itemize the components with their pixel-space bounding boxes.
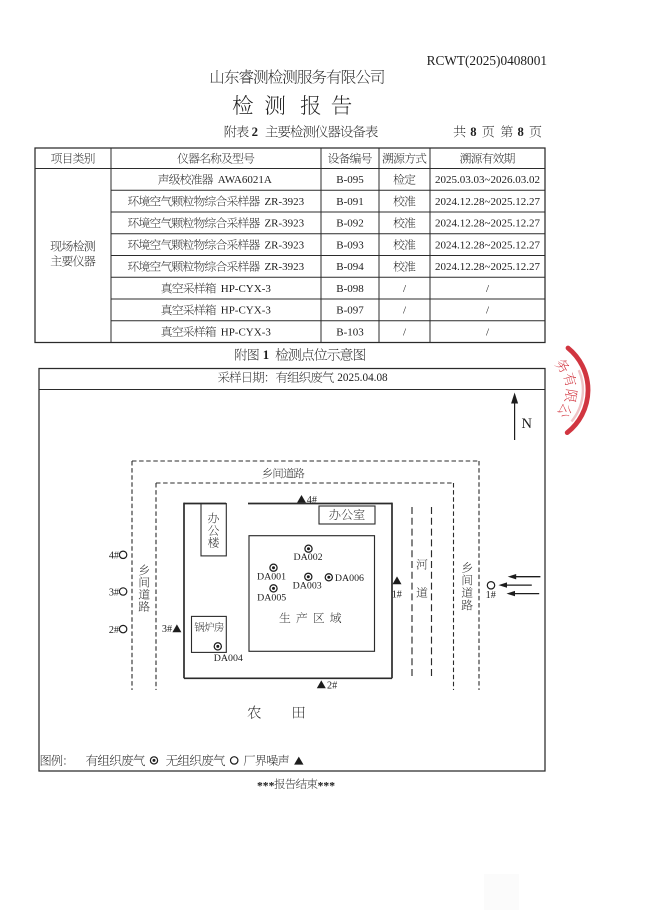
svg-text:/: / (486, 305, 490, 317)
svg-text:HP-CYX-3: HP-CYX-3 (221, 326, 272, 338)
svg-text:2024.12.28~2025.12.27: 2024.12.28~2025.12.27 (435, 239, 540, 251)
svg-text:B-092: B-092 (336, 218, 364, 230)
svg-text:ZR-3923: ZR-3923 (264, 218, 304, 230)
svg-text:3#: 3# (109, 587, 119, 598)
svg-text:3#: 3# (162, 624, 172, 635)
svg-text:B-098: B-098 (336, 283, 364, 295)
svg-text:DA004: DA004 (214, 653, 243, 664)
svg-text:DA002: DA002 (294, 552, 323, 563)
svg-text:/: / (403, 283, 407, 295)
svg-text:/: / (486, 326, 490, 338)
svg-text:1: 1 (263, 348, 269, 362)
svg-text:2024.12.28~2025.12.27: 2024.12.28~2025.12.27 (435, 196, 540, 208)
svg-text:DA001: DA001 (257, 571, 286, 582)
svg-text:2024.12.28~2025.12.27: 2024.12.28~2025.12.27 (435, 261, 540, 273)
svg-text:4#: 4# (307, 495, 317, 506)
svg-text:AWA6021A: AWA6021A (218, 174, 272, 186)
svg-text:ZR-3923: ZR-3923 (264, 261, 304, 273)
svg-text:DA003: DA003 (293, 580, 322, 591)
svg-text:8: 8 (518, 125, 524, 139)
svg-text:***: *** (318, 780, 336, 793)
svg-text:N: N (522, 416, 533, 432)
svg-text:B-094: B-094 (336, 261, 364, 273)
svg-text:/: / (403, 326, 407, 338)
svg-text:HP-CYX-3: HP-CYX-3 (221, 283, 272, 295)
svg-text:2025.03.03~2026.03.02: 2025.03.03~2026.03.02 (435, 174, 540, 186)
svg-text:2#: 2# (109, 625, 119, 636)
svg-text:4#: 4# (109, 551, 119, 562)
svg-text:B-097: B-097 (336, 305, 364, 317)
svg-text:ZR-3923: ZR-3923 (264, 196, 304, 208)
svg-text:DA006: DA006 (335, 573, 364, 584)
svg-text:8: 8 (470, 125, 476, 139)
svg-text:DA005: DA005 (257, 593, 286, 604)
svg-text:/: / (403, 305, 407, 317)
svg-text:B-091: B-091 (336, 196, 364, 208)
svg-text:2: 2 (252, 125, 258, 139)
svg-text:B-093: B-093 (336, 239, 364, 251)
svg-text:ZR-3923: ZR-3923 (264, 239, 304, 251)
svg-text:/: / (486, 283, 490, 295)
svg-text:2#: 2# (327, 681, 337, 692)
svg-text:2024.12.28~2025.12.27: 2024.12.28~2025.12.27 (435, 218, 540, 230)
svg-text:***: *** (257, 780, 275, 793)
svg-text:B-103: B-103 (336, 326, 364, 338)
svg-text:RCWT(2025)0408001: RCWT(2025)0408001 (427, 53, 547, 68)
svg-text:B-095: B-095 (336, 174, 364, 186)
svg-text:1#: 1# (392, 589, 402, 600)
svg-text:2025.04.08: 2025.04.08 (337, 372, 388, 384)
svg-text:HP-CYX-3: HP-CYX-3 (221, 305, 272, 317)
svg-text:1#: 1# (486, 590, 496, 601)
